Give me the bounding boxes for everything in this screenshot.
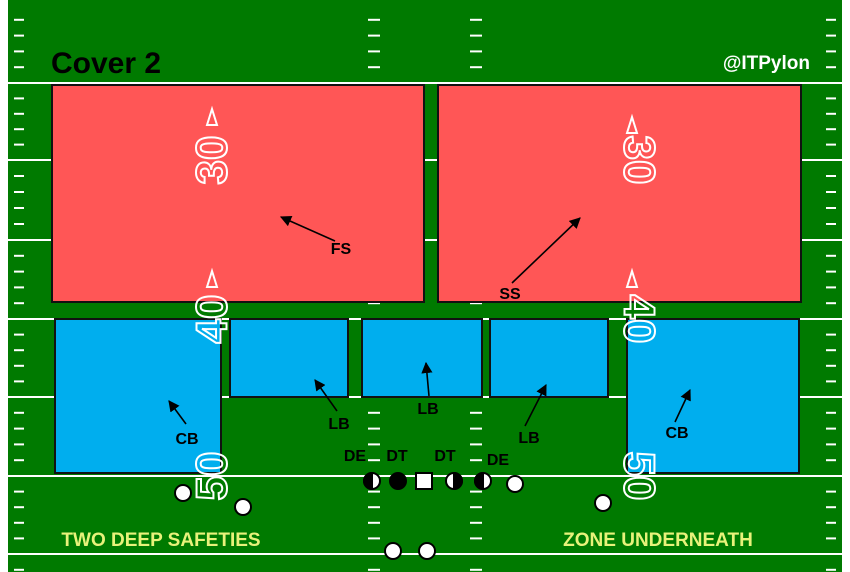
sideline-left [0, 0, 8, 572]
de-right-symbol [474, 471, 492, 491]
sideline-right [842, 0, 850, 572]
flat-zone-right [626, 318, 800, 474]
yard-number-50-left: 50 [188, 452, 237, 501]
deep-zone-left [51, 84, 425, 303]
yard-number-40-left: 40 [188, 295, 237, 344]
middle-hook-zone [361, 318, 483, 398]
label-dt-right: DT [434, 448, 456, 465]
dt-right-symbol [445, 471, 463, 491]
direction-arrow-icon [625, 267, 639, 288]
direction-arrow-icon [625, 113, 639, 134]
direction-arrow-icon [205, 267, 219, 288]
cb-left-arrow [168, 400, 187, 425]
caption-left: TWO DEEP SAFETIES [61, 530, 260, 551]
ball-center-marker [415, 472, 433, 490]
caption-right: ZONE UNDERNEATH [563, 530, 753, 551]
label-de-left: DE [344, 448, 367, 465]
ss-arrow [511, 217, 581, 284]
twitter-handle: @ITPylon [723, 53, 810, 74]
yard-number-40-right: 40 [615, 295, 664, 344]
yard-direction-arrows [205, 105, 639, 288]
direction-arrow-icon [205, 105, 219, 126]
yard-number-30-left: 30 [188, 136, 237, 185]
label-cb-left: CB [175, 431, 198, 448]
hook-zone-left [229, 318, 349, 398]
yard-number-50-right: 50 [615, 452, 664, 501]
label-de-right: DE [487, 452, 510, 469]
label-fs: FS [331, 241, 352, 258]
defensive-line [363, 471, 492, 491]
cb-right-arrow [674, 388, 691, 423]
back-marker [418, 542, 436, 560]
receiver-marker [174, 484, 192, 502]
receiver-marker [234, 498, 252, 516]
deep-zone-right [437, 84, 802, 303]
label-lb-left: LB [328, 416, 349, 433]
receiver-marker [506, 475, 524, 493]
diagram-title: Cover 2 [51, 47, 161, 80]
lb-right-arrow [524, 384, 547, 427]
dt-left-symbol [389, 472, 407, 490]
lb-left-arrow [314, 379, 338, 412]
back-marker [384, 542, 402, 560]
hook-zone-right [489, 318, 609, 398]
lb-middle-arrow [421, 361, 433, 397]
label-lb-right: LB [518, 430, 539, 447]
yard-numbers: 30 30 40 40 50 50 [187, 135, 665, 502]
de-left-symbol [363, 471, 381, 491]
yard-number-30-right: 30 [615, 136, 664, 185]
offensive-players [174, 475, 612, 560]
flat-zone-left [54, 318, 222, 474]
label-dt-left: DT [386, 448, 408, 465]
label-cb-right: CB [665, 425, 688, 442]
fs-arrow [279, 215, 336, 242]
label-ss: SS [499, 286, 521, 303]
label-lb-middle: LB [417, 401, 438, 418]
drop-arrows [168, 215, 691, 427]
receiver-marker [594, 494, 612, 512]
